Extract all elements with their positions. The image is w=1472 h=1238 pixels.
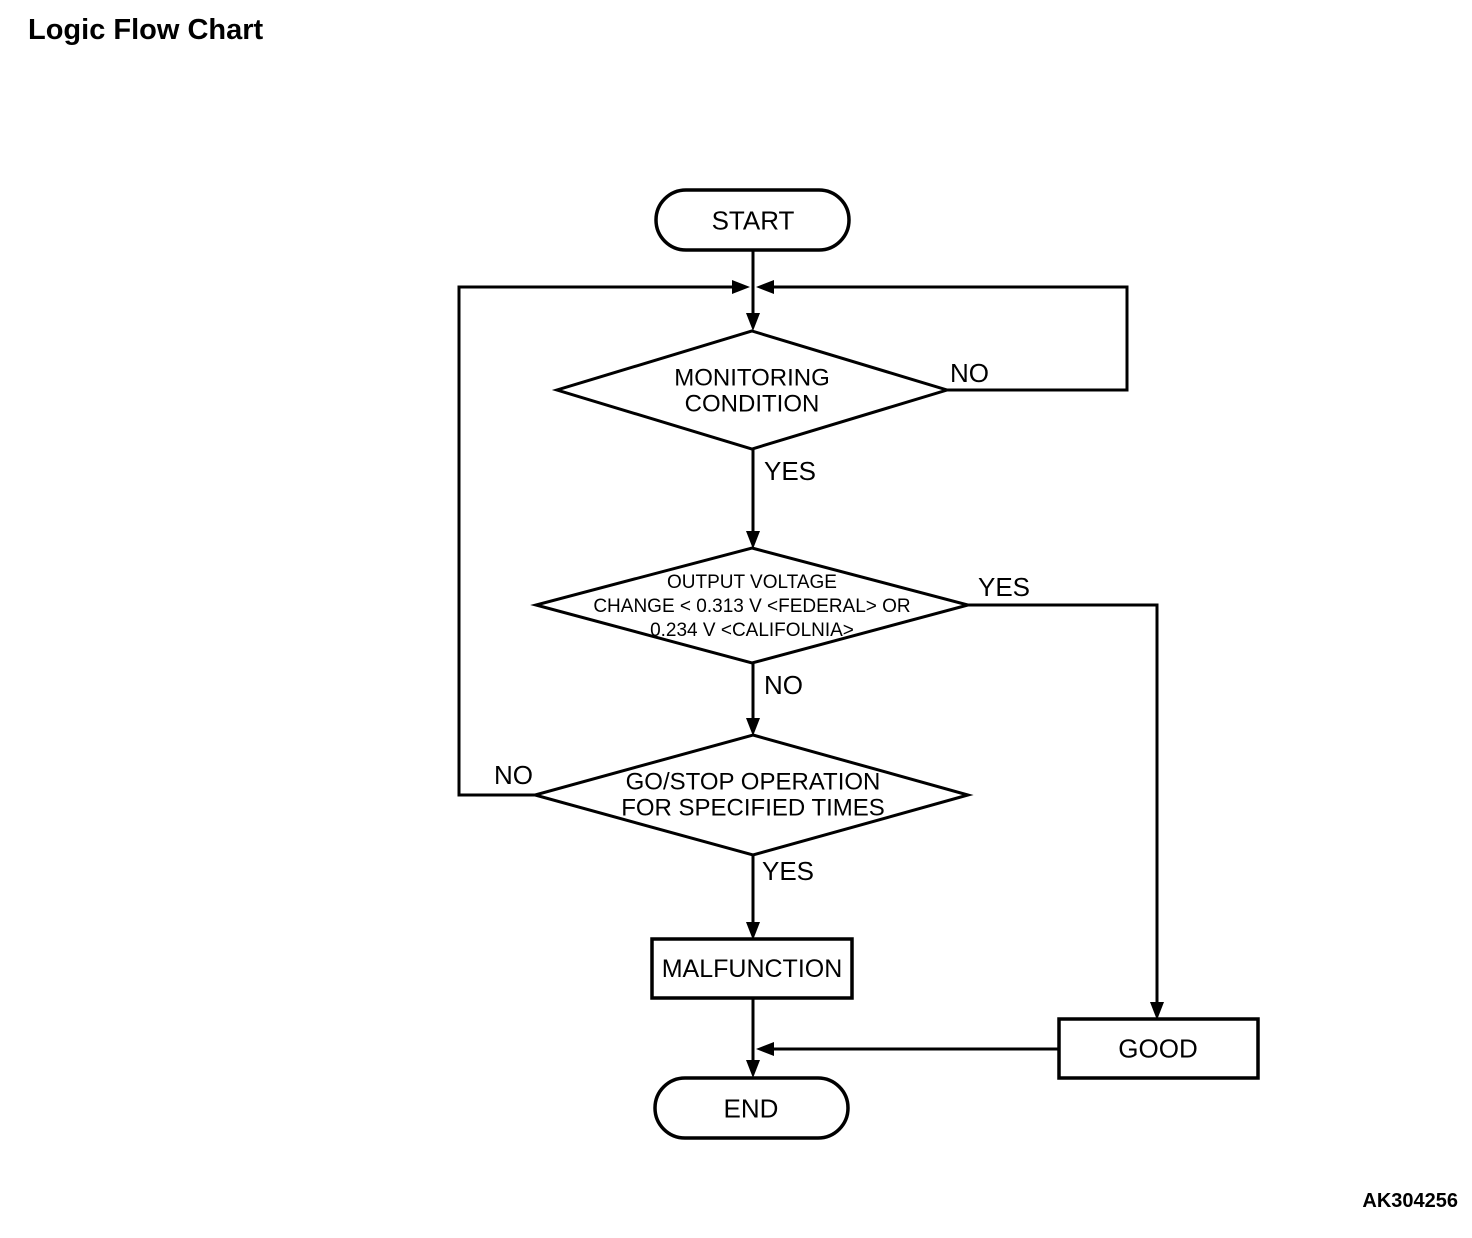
gostop-diamond-shape	[529, 733, 974, 857]
gostop-label-line2: FOR SPECIFIED TIMES	[621, 795, 885, 822]
voltage-label-line2: CHANGE < 0.313 V <FEDERAL> OR	[593, 596, 911, 617]
malfunction-node-label: MALFUNCTION	[661, 955, 843, 983]
connector-monitoring-no-loop	[774, 285, 1129, 392]
start-node-label: START	[711, 205, 795, 236]
edge-label-voltage-no: NO	[764, 670, 803, 700]
malfunction-node-shape	[650, 937, 854, 1000]
voltage-label-line3: 0.234 V <CALIFOLNIA>	[650, 620, 854, 641]
end-node-label: END	[723, 1093, 779, 1124]
edge-label-monitoring-no: NO	[950, 358, 989, 388]
arrowhead-into-monitoring	[746, 313, 760, 331]
edge-label-monitoring-yes: YES	[764, 456, 817, 486]
arrowhead-left-loop-into-junction	[732, 280, 750, 294]
arrowhead-into-end	[746, 1060, 760, 1078]
connector-voltage-yes-to-good	[968, 603, 1159, 1003]
good-node-label: GOOD	[1118, 1033, 1198, 1064]
edge-label-voltage-yes: YES	[978, 572, 1031, 602]
good-node-shape	[1057, 1017, 1260, 1080]
figure-code: AK304256	[1362, 1190, 1458, 1212]
connector-gostop-no-loop	[457, 285, 734, 797]
arrowhead-into-good	[1150, 1002, 1164, 1020]
arrowhead-into-gostop	[746, 718, 760, 736]
voltage-node-label: OUTPUT VOLTAGE CHANGE < 0.313 V <FEDERAL…	[593, 571, 910, 643]
voltage-label-line1: OUTPUT VOLTAGE	[667, 572, 837, 593]
edge-label-gostop-yes: YES	[762, 856, 815, 886]
gostop-node-label: GO/STOP OPERATION FOR SPECIFIED TIMES	[621, 768, 885, 823]
end-node-shape	[653, 1076, 850, 1140]
gostop-label-line1: GO/STOP OPERATION	[625, 768, 881, 796]
monitoring-label-line2: CONDITION	[684, 391, 820, 418]
arrowhead-good-merge	[756, 1042, 774, 1056]
monitoring-label-line1: MONITORING	[674, 364, 830, 392]
voltage-diamond-shape	[530, 546, 974, 665]
arrowhead-right-loop-into-junction	[756, 280, 774, 294]
page-title: Logic Flow Chart	[28, 14, 264, 46]
start-node-shape	[654, 188, 851, 252]
monitoring-node-label: MONITORING CONDITION	[674, 364, 830, 419]
monitoring-diamond-shape	[551, 329, 953, 451]
arrowhead-into-voltage	[746, 531, 760, 549]
edge-label-gostop-no: NO	[494, 760, 533, 790]
arrowhead-into-malfunction	[746, 922, 760, 940]
